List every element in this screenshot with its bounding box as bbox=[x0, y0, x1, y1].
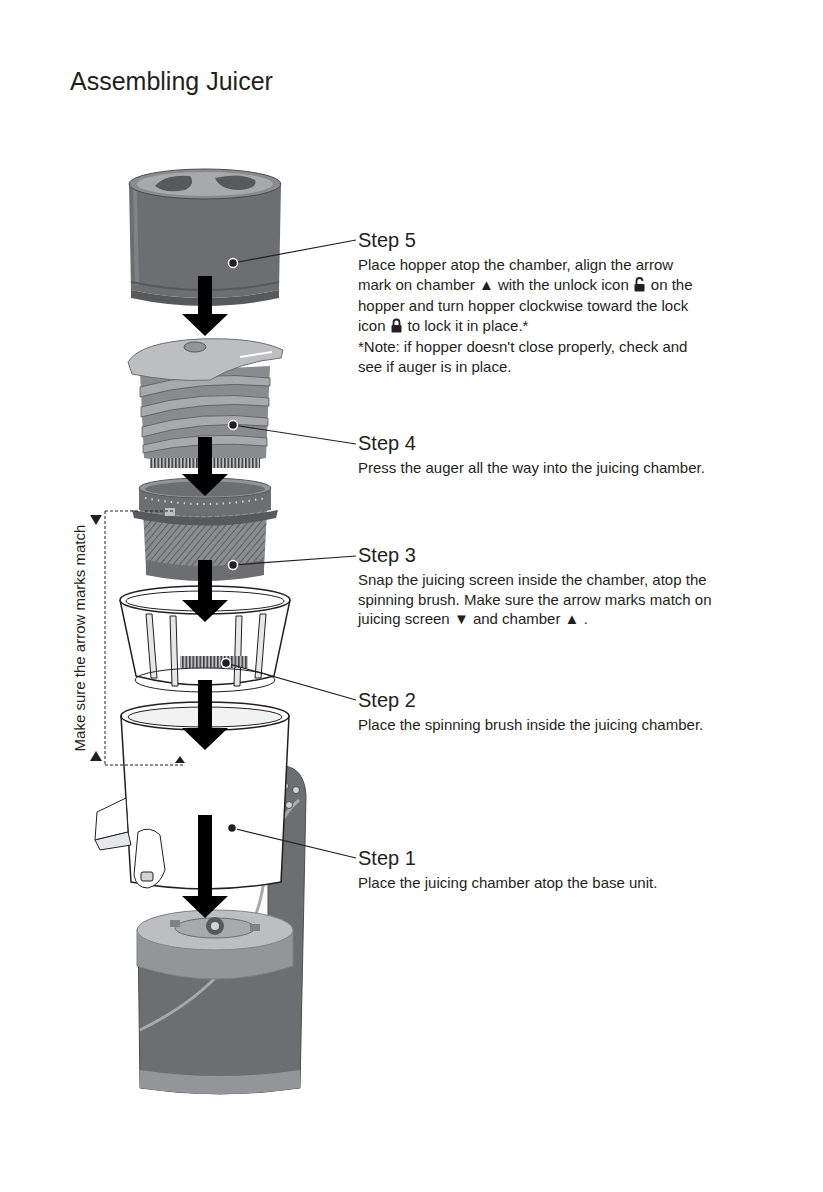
leader-dot bbox=[229, 259, 238, 268]
unlock-shackle bbox=[636, 278, 642, 284]
step-heading: Step 3 bbox=[358, 543, 724, 568]
spinning-brush bbox=[170, 616, 178, 686]
leader-line bbox=[226, 240, 356, 858]
alignment-bracket bbox=[90, 751, 102, 761]
alignment-bracket bbox=[105, 511, 185, 765]
alignment-note: Make sure the arrow marks match bbox=[70, 503, 90, 773]
auger bbox=[141, 395, 269, 417]
leader-dot bbox=[229, 561, 238, 570]
base-unit bbox=[140, 1070, 300, 1094]
auger bbox=[240, 352, 272, 357]
unlock-icon bbox=[633, 277, 646, 297]
assembly-arrow bbox=[182, 276, 228, 336]
instruction-paragraph: Place hopper atop the chamber, align the… bbox=[358, 255, 710, 337]
step-heading: Step 4 bbox=[358, 431, 798, 456]
assembly-arrow bbox=[182, 680, 228, 750]
juicing-chamber bbox=[134, 829, 165, 888]
base-unit bbox=[286, 802, 293, 809]
page-title: Assembling Juicer bbox=[70, 66, 273, 96]
leader-line bbox=[233, 556, 356, 565]
assembly-arrow bbox=[182, 437, 228, 496]
lock-shackle bbox=[393, 319, 399, 325]
step-callout: Step 4Press the auger all the way into t… bbox=[358, 431, 798, 478]
hopper bbox=[129, 169, 281, 199]
step-callout: Step 2Place the spinning brush inside th… bbox=[358, 688, 808, 735]
base-unit bbox=[250, 924, 260, 931]
assembly-arrow bbox=[182, 815, 228, 918]
step-heading: Step 2 bbox=[358, 688, 808, 713]
step-callout: Step 5 Place hopper atop the chamber, ali… bbox=[358, 228, 710, 376]
spinning-brush bbox=[234, 616, 242, 686]
spinning-brush bbox=[255, 614, 266, 678]
alignment-bracket bbox=[90, 511, 185, 765]
base-unit bbox=[211, 922, 219, 930]
base-unit bbox=[206, 917, 224, 935]
step-instruction: Place hopper atop the chamber, align the… bbox=[358, 256, 673, 293]
step-instruction: to lock it in place.* bbox=[408, 317, 529, 334]
juicing-chamber bbox=[175, 756, 185, 763]
leader-line bbox=[232, 828, 356, 858]
leader-line bbox=[226, 663, 356, 700]
hopper bbox=[155, 176, 192, 192]
hopper bbox=[135, 190, 137, 285]
juicing-chamber bbox=[95, 832, 131, 850]
alignment-bracket bbox=[90, 515, 102, 525]
step-instruction: Place the spinning brush inside the juic… bbox=[358, 715, 808, 735]
unlock-body bbox=[634, 284, 644, 292]
step-instruction: *Note: if hopper doesn't close properly,… bbox=[358, 337, 710, 376]
base-unit bbox=[170, 920, 180, 927]
assembly-arrow bbox=[182, 276, 228, 918]
step-instruction: Place the juicing chamber atop the base … bbox=[358, 873, 808, 893]
auger bbox=[142, 415, 268, 437]
auger bbox=[184, 342, 206, 352]
juicing-screen bbox=[132, 510, 278, 526]
base-unit bbox=[175, 918, 255, 938]
step-instruction: Snap the juicing screen inside the chamb… bbox=[358, 570, 724, 629]
step-callout: Step 1Place the juicing chamber atop the… bbox=[358, 846, 808, 893]
leader-dot bbox=[222, 659, 231, 668]
leader-dot bbox=[228, 824, 237, 833]
lock-icon bbox=[390, 318, 403, 333]
step-callout: Step 3Snap the juicing screen inside the… bbox=[358, 543, 724, 629]
step-instruction: Press the auger all the way into the jui… bbox=[358, 458, 798, 478]
base-unit bbox=[293, 787, 300, 794]
step-heading: Step 5 bbox=[358, 228, 710, 253]
juicing-chamber bbox=[141, 872, 153, 881]
step-heading: Step 1 bbox=[358, 846, 808, 871]
leader-line bbox=[233, 240, 356, 263]
leader-line bbox=[233, 425, 356, 444]
spinning-brush bbox=[146, 614, 157, 678]
leader-dot bbox=[222, 259, 238, 833]
juicing-screen bbox=[165, 508, 175, 516]
juicing-screen bbox=[145, 498, 265, 504]
hopper bbox=[137, 172, 273, 196]
base-unit bbox=[137, 910, 293, 950]
unlock-icon bbox=[633, 277, 646, 292]
lock-icon bbox=[390, 318, 403, 338]
lock-body bbox=[391, 325, 401, 333]
auger bbox=[128, 339, 283, 381]
assembly-arrow bbox=[182, 560, 228, 622]
hopper bbox=[215, 175, 255, 190]
leader-dot bbox=[229, 421, 238, 430]
